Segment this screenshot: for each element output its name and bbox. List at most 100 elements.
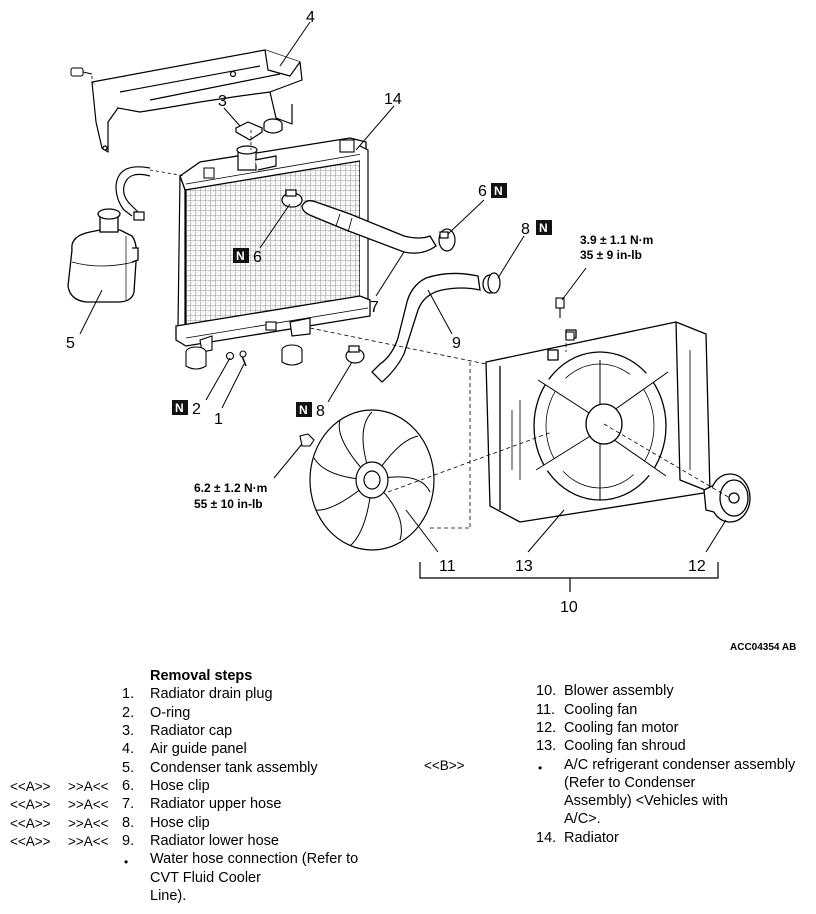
svg-text:N: N <box>494 184 503 198</box>
step-text: Cooling fan motor <box>564 720 679 736</box>
n-tag-8-left: N <box>296 402 312 417</box>
removal-ref: <<A>> <box>10 834 51 849</box>
callout-8-right: 8 <box>521 221 530 238</box>
step-num: 6. <box>122 778 135 794</box>
step-text: O-ring <box>150 705 191 721</box>
step-text-line: Assembly) <Vehicles with <box>564 793 728 809</box>
removal-ref: <<A>> <box>10 779 51 794</box>
step-num: 12. <box>536 720 557 736</box>
step-text: Condenser tank assembly <box>150 760 318 776</box>
step-text-line: CVT Fluid Cooler <box>150 870 261 886</box>
callout-2: 2 <box>192 401 201 418</box>
svg-text:N: N <box>236 249 245 263</box>
callout-13: 13 <box>515 558 533 575</box>
hose-clip-upper <box>281 189 456 252</box>
install-ref: >>A<< <box>68 816 109 831</box>
removal-steps-title: Removal steps <box>150 668 253 684</box>
step-num: 2. <box>122 705 135 721</box>
step-text-line: Water hose connection (Refer to <box>150 851 359 867</box>
callout-11: 11 <box>439 558 456 575</box>
removal-steps: Removal steps 1. Radiator drain plug 2. … <box>0 665 816 910</box>
alignment-lines <box>309 327 731 529</box>
step-num: 14. <box>536 830 557 846</box>
step-text: Blower assembly <box>564 683 674 699</box>
step-text-line: Line). <box>150 888 187 904</box>
step-text: Hose clip <box>150 815 210 831</box>
step-num: 10. <box>536 683 557 699</box>
step-num: 11. <box>536 702 556 718</box>
callout-6-left: 6 <box>253 249 262 266</box>
step-text: Radiator cap <box>150 723 233 739</box>
step-num: 8. <box>122 815 135 831</box>
radiator-upper-hose <box>301 200 437 254</box>
hose-clip-lower <box>345 272 501 364</box>
step-text-line: A/C refrigerant condenser assembly <box>564 757 796 773</box>
removal-ref: <<B>> <box>424 758 465 773</box>
callouts: 4 3 14 5 6 6 7 8 8 9 2 1 11 13 12 10 <box>66 9 706 616</box>
callout-4: 4 <box>306 9 315 26</box>
step-num: 9. <box>122 833 135 849</box>
step-text: Hose clip <box>150 778 210 794</box>
radiator-lower-hose <box>371 272 498 383</box>
install-ref: >>A<< <box>68 834 109 849</box>
install-ref: >>A<< <box>68 779 109 794</box>
tank-hose <box>115 166 186 221</box>
step-text: Cooling fan shroud <box>564 738 686 754</box>
step-text: Radiator lower hose <box>150 833 279 849</box>
leader-lines <box>79 21 727 553</box>
callout-6-right: 6 <box>478 183 487 200</box>
svg-text:N: N <box>299 403 308 417</box>
torque-fan-nm: 6.2 ± 1.2 N·m <box>194 481 267 495</box>
callout-7: 7 <box>370 299 379 316</box>
step-text: Radiator drain plug <box>150 686 273 702</box>
step-bullet: • <box>538 761 543 775</box>
torque-fan-inlb: 55 ± 10 in-lb <box>194 497 263 511</box>
step-text: Air guide panel <box>150 741 247 757</box>
panel-clip <box>70 67 93 77</box>
figure-code: ACC04354 AB <box>730 642 796 650</box>
callout-1: 1 <box>214 411 223 428</box>
torque-motor-inlb: 35 ± 9 in-lb <box>580 248 642 262</box>
air-guide-panel <box>91 49 303 153</box>
callout-12: 12 <box>688 558 706 575</box>
step-text: Radiator upper hose <box>150 796 282 812</box>
cooling-fan-motor <box>703 473 751 523</box>
svg-text:N: N <box>175 401 184 415</box>
step-text: Cooling fan <box>564 702 638 718</box>
step-num: 7. <box>122 796 135 812</box>
torque-specs: 3.9 ± 1.1 N·m 35 ± 9 in-lb 6.2 ± 1.2 N·m… <box>194 233 653 511</box>
callout-5: 5 <box>66 335 75 352</box>
step-text-line: (Refer to Condenser <box>564 775 696 791</box>
condenser-tank <box>67 208 139 303</box>
removal-ref: <<A>> <box>10 797 51 812</box>
step-text: Radiator <box>564 830 619 846</box>
radiator <box>175 137 371 353</box>
n-tag-8-right: N <box>536 220 552 235</box>
blower-assembly-bracket <box>419 562 719 592</box>
removal-ref: <<A>> <box>10 816 51 831</box>
callout-10: 10 <box>560 599 578 616</box>
torque-motor-nm: 3.9 ± 1.1 N·m <box>580 233 653 247</box>
fan-motor-bolts <box>555 297 575 341</box>
step-num: 3. <box>122 723 135 739</box>
svg-text:N: N <box>539 221 548 235</box>
step-num: 1. <box>122 686 135 702</box>
step-bullet: • <box>124 855 129 869</box>
exploded-view-diagram: 4 3 14 5 6 6 7 8 8 9 2 1 11 13 12 10 N N… <box>66 9 796 650</box>
step-num: 13. <box>536 738 557 754</box>
n-tag-6-left: N <box>233 248 249 263</box>
n-tags: N N N N N <box>172 183 552 417</box>
callout-3: 3 <box>218 93 227 110</box>
install-ref: >>A<< <box>68 797 109 812</box>
drain-plug-parts <box>185 321 303 370</box>
step-num: 5. <box>122 760 135 776</box>
callout-9: 9 <box>452 335 461 352</box>
cooling-fan <box>309 409 435 551</box>
n-tag-2: N <box>172 400 188 415</box>
cooling-fan-shroud <box>485 321 711 523</box>
n-tag-6-right: N <box>491 183 507 198</box>
callout-8-left: 8 <box>316 403 325 420</box>
callout-14: 14 <box>384 91 402 108</box>
step-text-line: A/C>. <box>564 811 601 827</box>
step-num: 4. <box>122 741 135 757</box>
